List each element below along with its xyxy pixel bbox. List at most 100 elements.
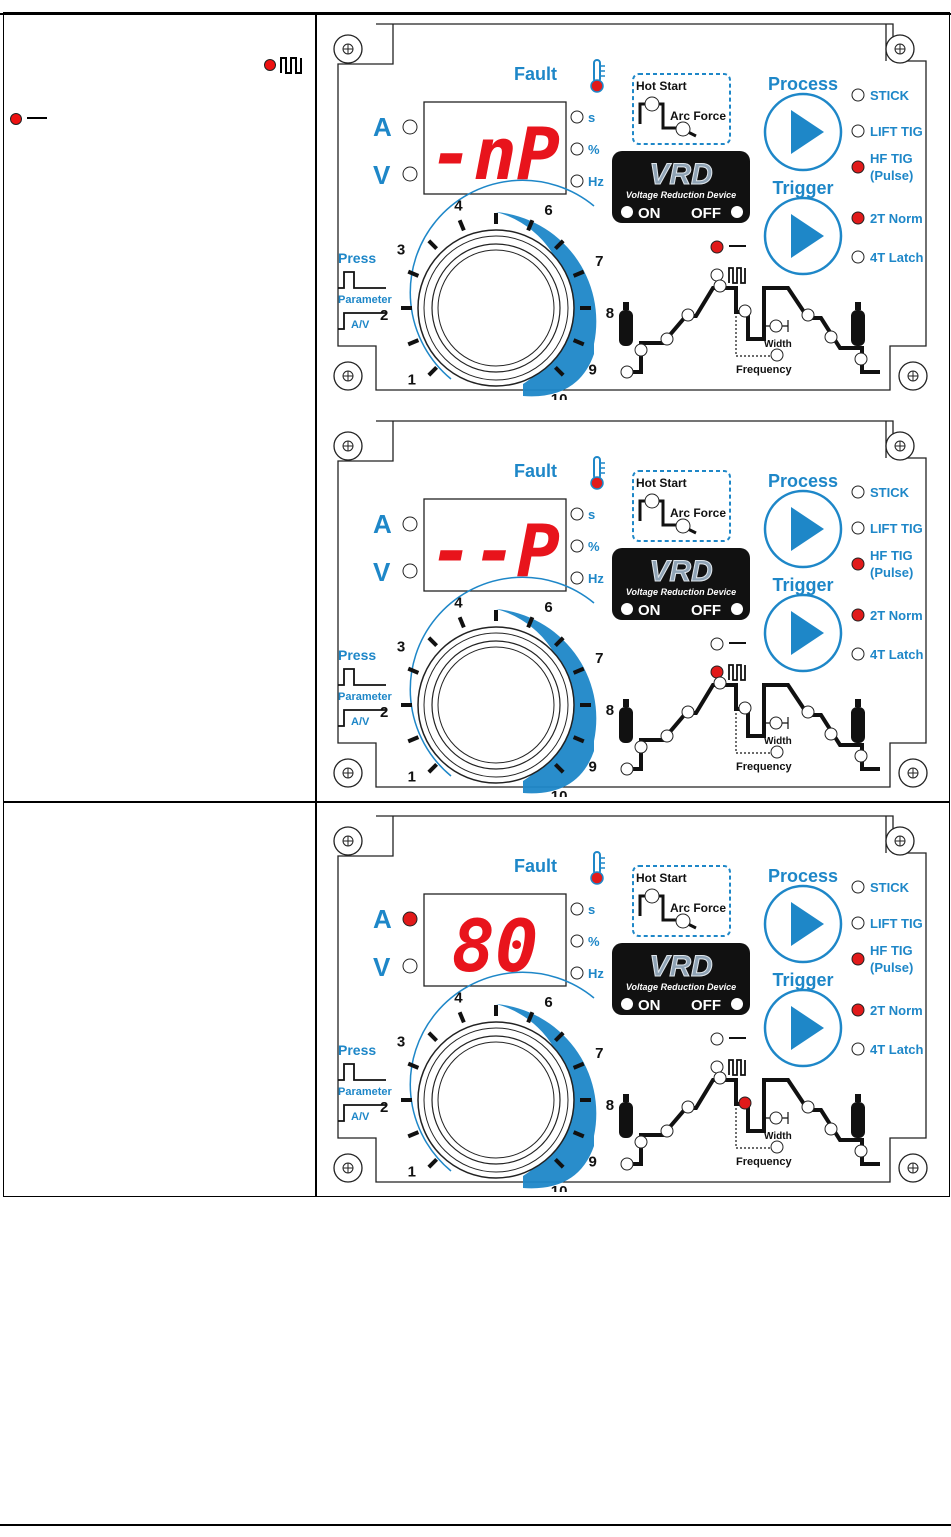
dial-tick: [553, 762, 565, 774]
pulse-led: [710, 665, 724, 679]
volts-led: [402, 563, 418, 579]
lift-tig-label: LIFT TIG: [870, 521, 923, 536]
vrd-on-label: ON: [638, 997, 661, 1014]
dial-label: 6: [544, 599, 552, 616]
gas-bottle-icon: [619, 699, 633, 743]
vrd-off-label: OFF: [691, 205, 721, 222]
unit-seconds: s: [588, 110, 595, 125]
amps-led: [402, 119, 418, 135]
press-label: Press: [338, 250, 376, 266]
gas-bottle-icon: [851, 699, 865, 743]
play-icon: [791, 214, 824, 258]
unit-hertz: Hz: [588, 571, 604, 586]
vrd-panel: [612, 943, 750, 1015]
trigger-button[interactable]: [763, 196, 843, 276]
dc-line-icon: [27, 117, 47, 119]
dial-label: 10: [551, 788, 568, 797]
2t-norm-led: [851, 1003, 865, 1017]
dial-tick: [572, 1130, 585, 1139]
lift-tig-led: [851, 124, 865, 138]
control-panel-2: Fault A V --P s % Hz Hot Start Arc Force…: [318, 413, 948, 797]
2t-norm-label: 2T Norm: [870, 608, 923, 623]
vrd-off-label: OFF: [691, 997, 721, 1014]
lift-tig-label: LIFT TIG: [870, 124, 923, 139]
volts-led: [402, 166, 418, 182]
hf-tig-pulse-label: (Pulse): [870, 960, 913, 975]
control-panel-svg: Fault A V -nP s % Hz Hot Start Arc Force…: [333, 23, 928, 400]
av-button-label[interactable]: A/V: [351, 319, 370, 331]
hot-start-label: Hot Start: [636, 476, 687, 490]
process-button[interactable]: [763, 884, 843, 964]
stick-led: [851, 88, 865, 102]
fault-label: Fault: [514, 461, 557, 481]
amps-led: [402, 911, 418, 927]
frequency-label: Frequency: [736, 1156, 793, 1168]
process-button[interactable]: [763, 489, 843, 569]
dial-label: 10: [551, 391, 568, 400]
stick-led: [851, 485, 865, 499]
row-divider: [3, 801, 950, 803]
amps-label: A: [373, 904, 392, 934]
play-icon: [791, 110, 824, 154]
table-frame: [3, 12, 950, 1197]
dial-tick: [553, 365, 565, 377]
dial-label: 4: [454, 198, 463, 215]
sequence-graph: Width Frequency: [619, 1071, 880, 1171]
process-label: Process: [768, 74, 838, 94]
gas-bottle-icon: [619, 302, 633, 346]
dial-tick: [457, 219, 466, 232]
hot-start-box: [632, 73, 731, 145]
thermometer-icon: [590, 456, 605, 490]
display-readout: 80: [452, 904, 539, 988]
dial-tick: [407, 666, 420, 675]
dial-label: 8: [606, 1097, 614, 1114]
hot-start-led: [644, 888, 660, 904]
unit-percent: %: [588, 142, 600, 157]
press-wave-icon: [338, 668, 386, 686]
vrd-on-label: ON: [638, 602, 661, 619]
column-divider: [315, 12, 317, 1197]
trigger-button[interactable]: [763, 988, 843, 1068]
volts-led: [402, 958, 418, 974]
press-wave-icon: [338, 271, 386, 289]
av-button-label[interactable]: A/V: [351, 716, 370, 728]
4t-latch-led: [851, 647, 865, 661]
dial-tick: [526, 616, 535, 629]
stick-label: STICK: [870, 880, 910, 895]
adjust-dial[interactable]: [401, 179, 597, 397]
press-label: Press: [338, 1042, 376, 1058]
press-wave-icon: [338, 1063, 386, 1081]
parameter-label: Parameter: [338, 691, 393, 703]
process-label: Process: [768, 866, 838, 886]
pulse-wave-icon: [280, 57, 302, 74]
pulse-wave-icon: [728, 267, 746, 284]
dial-tick: [407, 1130, 420, 1139]
trigger-label: Trigger: [772, 178, 833, 198]
dc-led: [710, 637, 724, 651]
dial-label: 6: [544, 994, 552, 1011]
hf-tig-led: [851, 557, 865, 571]
fault-label: Fault: [514, 856, 557, 876]
amps-label: A: [373, 509, 392, 539]
screw-icon: [885, 34, 915, 64]
adjust-dial[interactable]: [401, 971, 597, 1189]
process-button[interactable]: [763, 92, 843, 172]
stick-label: STICK: [870, 88, 910, 103]
dial-tick: [553, 239, 565, 251]
vrd-off-led: [731, 206, 743, 218]
dial-tick: [407, 269, 420, 278]
av-button-label[interactable]: A/V: [351, 1111, 370, 1123]
dial-tick: [407, 338, 420, 347]
dial-label: 9: [589, 361, 597, 378]
dial-tick: [553, 1157, 565, 1169]
trigger-button[interactable]: [763, 593, 843, 673]
unit-percent: %: [588, 934, 600, 949]
dc-led: [710, 240, 724, 254]
2t-norm-label: 2T Norm: [870, 211, 923, 226]
dial-tick: [572, 338, 585, 347]
dial-tick: [407, 1061, 420, 1070]
fault-label: Fault: [514, 64, 557, 84]
dc-note: [10, 113, 48, 125]
adjust-dial[interactable]: [401, 576, 597, 794]
arc-force-led: [675, 518, 691, 534]
